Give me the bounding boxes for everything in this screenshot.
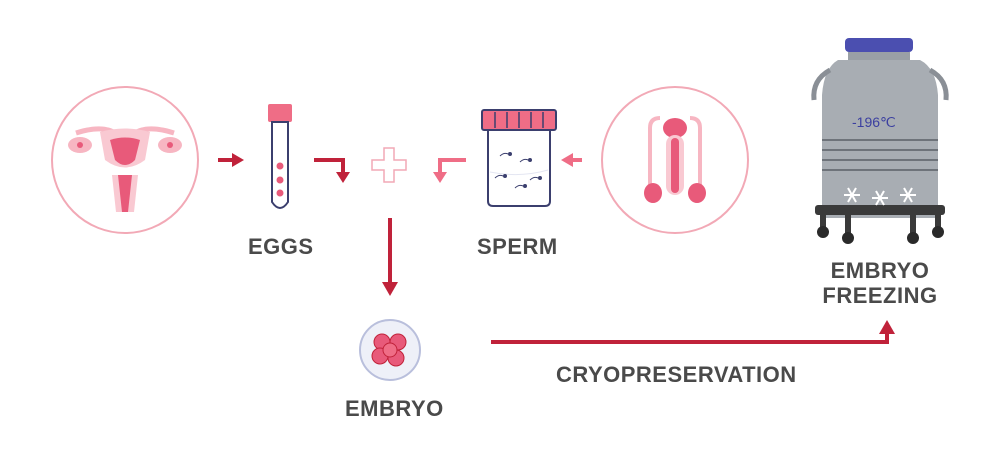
eggs-label: EGGS (248, 234, 314, 259)
tank-temperature: -196℃ (852, 114, 896, 130)
cryopreservation-label: CRYOPRESERVATION (556, 362, 797, 387)
arrow-eggs-to-plus (314, 158, 350, 183)
arrow-male-to-sperm (561, 153, 582, 167)
sperm-label: SPERM (477, 234, 558, 259)
plus-icon (371, 147, 407, 183)
uterus-icon (51, 86, 199, 234)
male-reproductive-icon (601, 86, 749, 234)
test-tube-icon (268, 104, 292, 209)
specimen-cup-icon (481, 109, 557, 207)
embryo-freezing-line2: FREEZING (822, 283, 938, 308)
embryo-freezing-label: EMBRYO FREEZING (815, 258, 945, 308)
cryo-tank-icon (811, 38, 949, 244)
arrow-sperm-to-plus (433, 158, 466, 183)
snowflake-icon (844, 187, 916, 206)
arrow-uterus-to-eggs (218, 153, 244, 167)
embryo-label: EMBRYO (345, 396, 444, 421)
embryo-cells-icon (359, 319, 421, 381)
arrow-plus-to-embryo (382, 218, 398, 296)
arrow-embryo-to-freezing (491, 320, 895, 344)
embryo-freezing-line1: EMBRYO (830, 258, 930, 283)
